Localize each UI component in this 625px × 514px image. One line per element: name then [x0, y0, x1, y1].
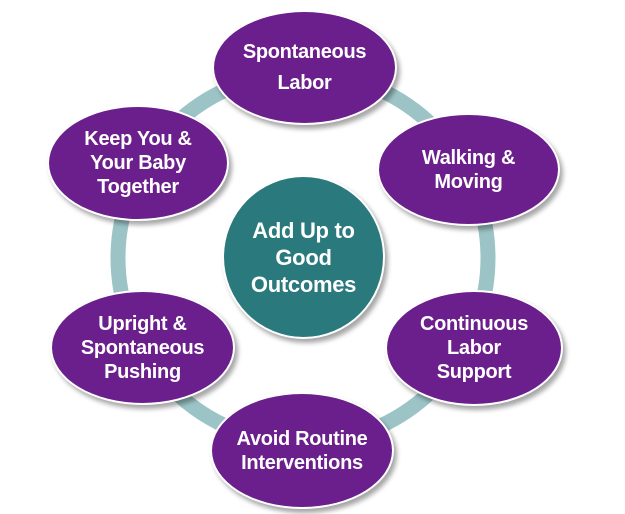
node-label: Upright & Spontaneous Pushing	[80, 312, 205, 383]
node-label: Spontaneous Labor	[242, 40, 367, 94]
node-continuous-labor-support: Continuous Labor Support	[385, 290, 563, 406]
node-label: Keep You & Your Baby Together	[84, 128, 192, 198]
node-spontaneous-labor: Spontaneous Labor	[212, 10, 397, 125]
center-label: Add Up to Good Outcomes	[250, 217, 357, 297]
node-avoid-routine-interventions: Avoid Routine Interventions	[210, 392, 394, 509]
node-label: Walking & Moving	[421, 146, 516, 193]
node-label: Avoid Routine Interventions	[236, 427, 368, 474]
node-keep-you-and-baby-together: Keep You & Your Baby Together	[47, 105, 229, 221]
node-walking-moving: Walking & Moving	[377, 113, 560, 226]
center-node: Add Up to Good Outcomes	[222, 175, 385, 339]
node-label: Continuous Labor Support	[419, 313, 529, 383]
node-upright-spontaneous-pushing: Upright & Spontaneous Pushing	[50, 290, 235, 405]
